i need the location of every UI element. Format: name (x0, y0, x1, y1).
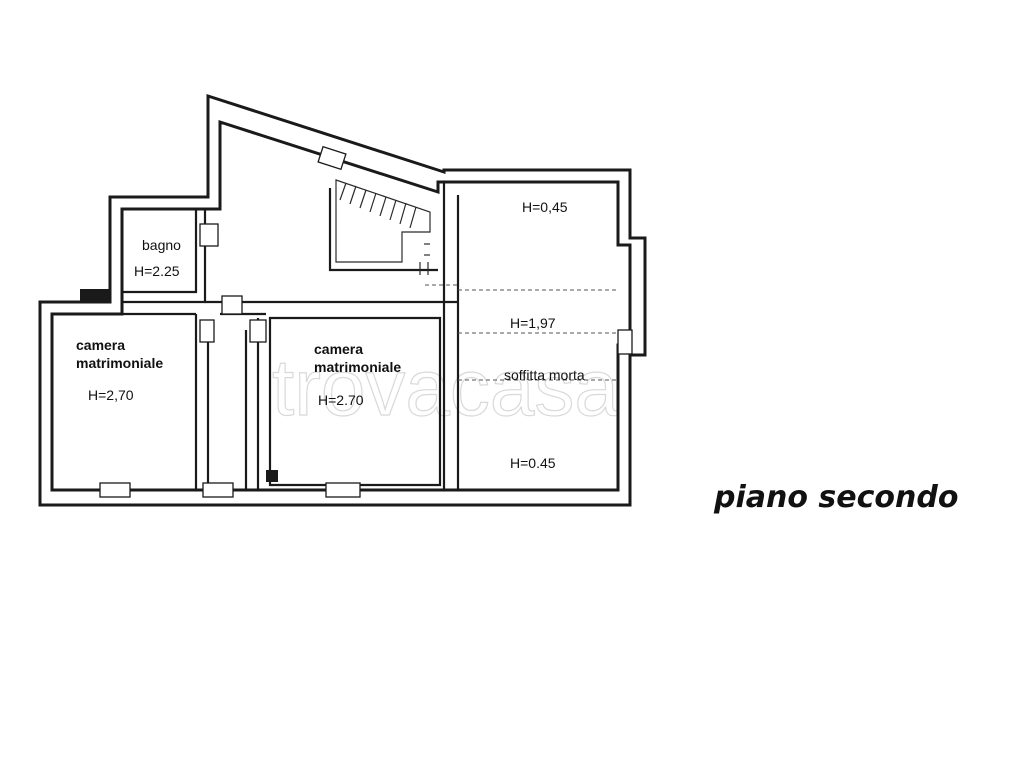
column-block (266, 470, 278, 482)
staircase (328, 179, 438, 275)
camera-center-label-line2: matrimoniale (314, 359, 401, 375)
floor-caption: piano secondo (713, 480, 958, 515)
camera-left-height: H=2,70 (88, 387, 134, 403)
window-right (617, 329, 633, 355)
camera-left-label-line2: matrimoniale (76, 355, 163, 371)
soffitta-height-bottom: H=0.45 (510, 455, 556, 471)
ceiling-height-lines (425, 284, 618, 381)
window-bottom-center (325, 482, 361, 498)
window-top (317, 145, 347, 171)
camera-center-label-line1: camera (314, 341, 363, 357)
camera-center-height: H=2.70 (318, 392, 364, 408)
soffitta-label: soffitta morta (504, 367, 585, 383)
interior-walls (52, 182, 618, 492)
watermark-text: trovacasa (272, 343, 619, 432)
door-bagno (199, 223, 219, 247)
soffitta-height-mid: H=1,97 (510, 315, 556, 331)
door-corridor-top (221, 295, 243, 315)
openings (80, 145, 633, 498)
window-bottom-left (99, 482, 131, 498)
chimney-block (80, 289, 110, 301)
soffitta-height-top: H=0,45 (522, 199, 568, 215)
window-bottom-corridor (202, 482, 234, 498)
bagno-walls (122, 209, 207, 304)
door-left-bedroom (199, 319, 215, 343)
outer-walls (38, 93, 647, 507)
bagno-label: bagno (142, 237, 181, 253)
door-center-bedroom (249, 319, 267, 343)
camera-left-label-line1: camera (76, 337, 125, 353)
bagno-height: H=2.25 (134, 263, 180, 279)
